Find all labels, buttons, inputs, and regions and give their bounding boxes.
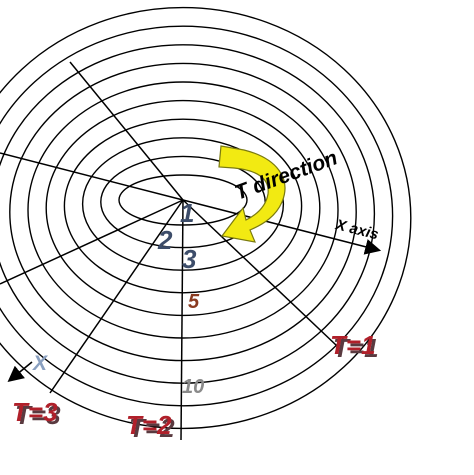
ellipse-ring (0, 25, 394, 407)
ellipse-ring (0, 44, 376, 384)
t2-label-shadow: T=2 (129, 413, 175, 443)
number-5: 5 (188, 291, 200, 313)
x-small-label: X (32, 352, 49, 375)
radial-line-upper-left (69, 61, 184, 201)
t1-label-shadow: T=1 (333, 333, 379, 363)
t3-label-shadow: T=3 (15, 400, 61, 430)
t1-label: T=1 (330, 330, 376, 360)
concentric-ellipses (0, 6, 412, 430)
ellipse-ring (0, 6, 412, 430)
number-2: 2 (157, 225, 173, 255)
number-1: 1 (180, 198, 194, 228)
x-axis-label: X axis (333, 216, 380, 243)
ellipse-ring (27, 81, 339, 339)
number-10: 10 (182, 376, 204, 398)
t-direction-curved-arrow (218, 145, 286, 243)
radial-line-t1 (182, 199, 337, 346)
x-axis-arrow (182, 199, 382, 255)
ellipse-ring (45, 99, 321, 317)
t3-label: T=3 (12, 397, 58, 427)
radial-line-lower-left (0, 199, 184, 285)
radial-line-t3 (49, 199, 184, 394)
number-3: 3 (182, 244, 197, 274)
ellipse-ring (63, 118, 303, 294)
t2-label: T=2 (126, 410, 172, 440)
radial-lines (0, 61, 337, 441)
radial-line-t2 (180, 199, 184, 441)
radial-line-left (0, 152, 184, 201)
x-small-arrow (7, 361, 33, 383)
ellipse-ring (9, 62, 357, 362)
